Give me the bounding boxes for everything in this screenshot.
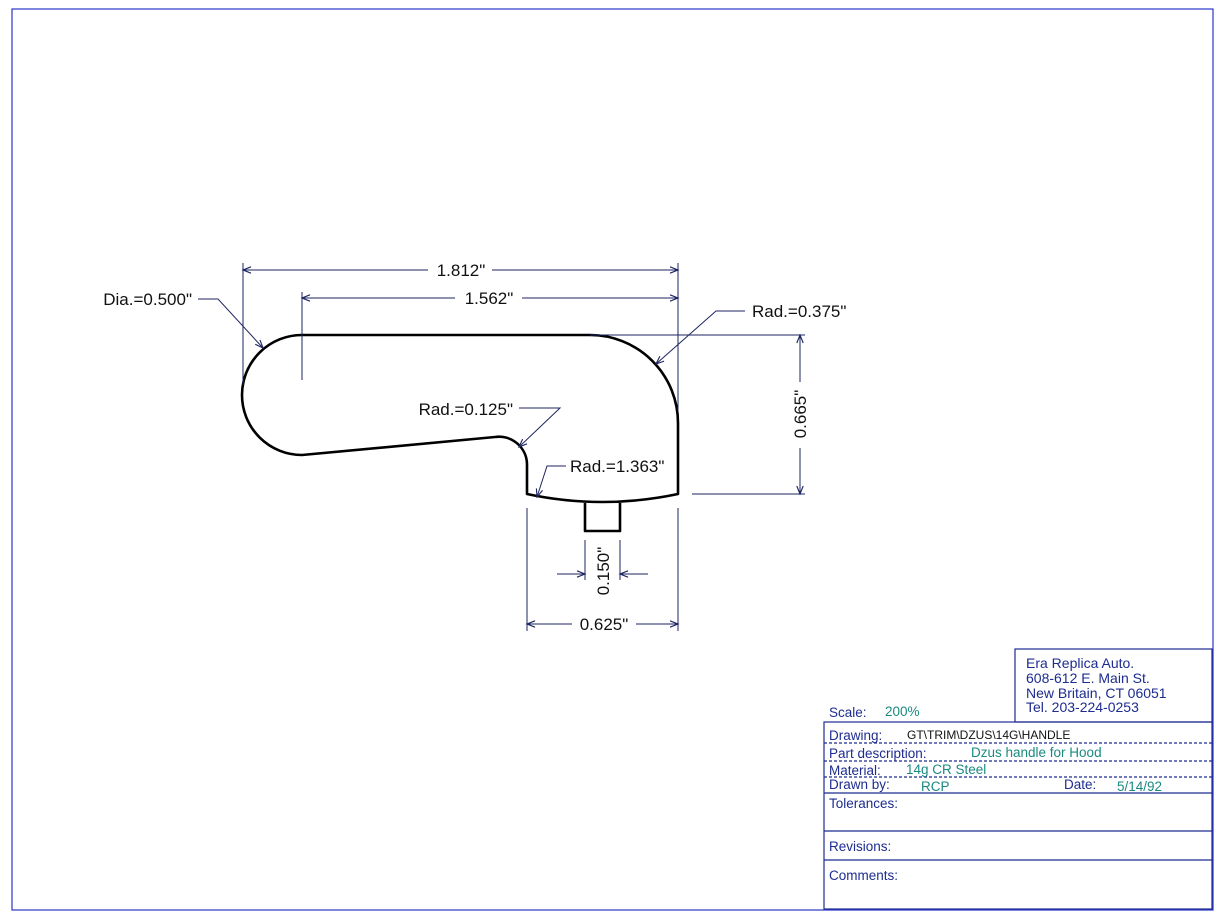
company-street: 608-612 E. Main St. [1026, 670, 1150, 686]
drawing-value: GT\TRIM\DZUS\14G\HANDLE [907, 728, 1070, 742]
tolerances-label: Tolerances: [829, 796, 898, 811]
company-city: New Britain, CT 06051 [1026, 685, 1167, 701]
material-value: 14g CR Steel [906, 762, 986, 777]
date-value: 5/14/92 [1117, 779, 1162, 794]
scale-label: Scale: [829, 705, 867, 720]
dim-end-diameter: Dia.=0.500" [103, 290, 192, 309]
dimension-lines [198, 263, 805, 631]
scale-value: 200% [885, 704, 920, 719]
company-phone: Tel. 203-224-0253 [1026, 699, 1139, 715]
part-tab [583, 503, 622, 533]
revisions-label: Revisions: [829, 839, 891, 854]
title-block [823, 648, 1213, 910]
material-label: Material: [829, 763, 881, 778]
drawn-by-value: RCP [921, 779, 950, 794]
dim-height: 0.665" [791, 390, 810, 439]
dim-inside-radius: Rad.=0.125" [419, 400, 513, 419]
company-name: Era Replica Auto. [1026, 655, 1134, 671]
dim-overall-length: 1.812" [437, 261, 486, 280]
dim-bottom-radius: Rad.=1.363" [570, 457, 664, 476]
dim-tab-width: 0.150" [594, 547, 613, 596]
part-description-label: Part description: [829, 746, 927, 761]
comments-label: Comments: [829, 868, 898, 883]
sheet-border [11, 8, 1214, 911]
dim-base-width: 0.625" [580, 615, 629, 634]
dim-inner-length: 1.562" [465, 289, 514, 308]
drawing-label: Drawing: [829, 728, 882, 743]
part-description-value: Dzus handle for Hood [971, 745, 1102, 760]
dim-corner-radius: Rad.=0.375" [752, 302, 846, 321]
date-label: Date: [1064, 777, 1096, 792]
drawn-by-label: Drawn by: [829, 777, 890, 792]
